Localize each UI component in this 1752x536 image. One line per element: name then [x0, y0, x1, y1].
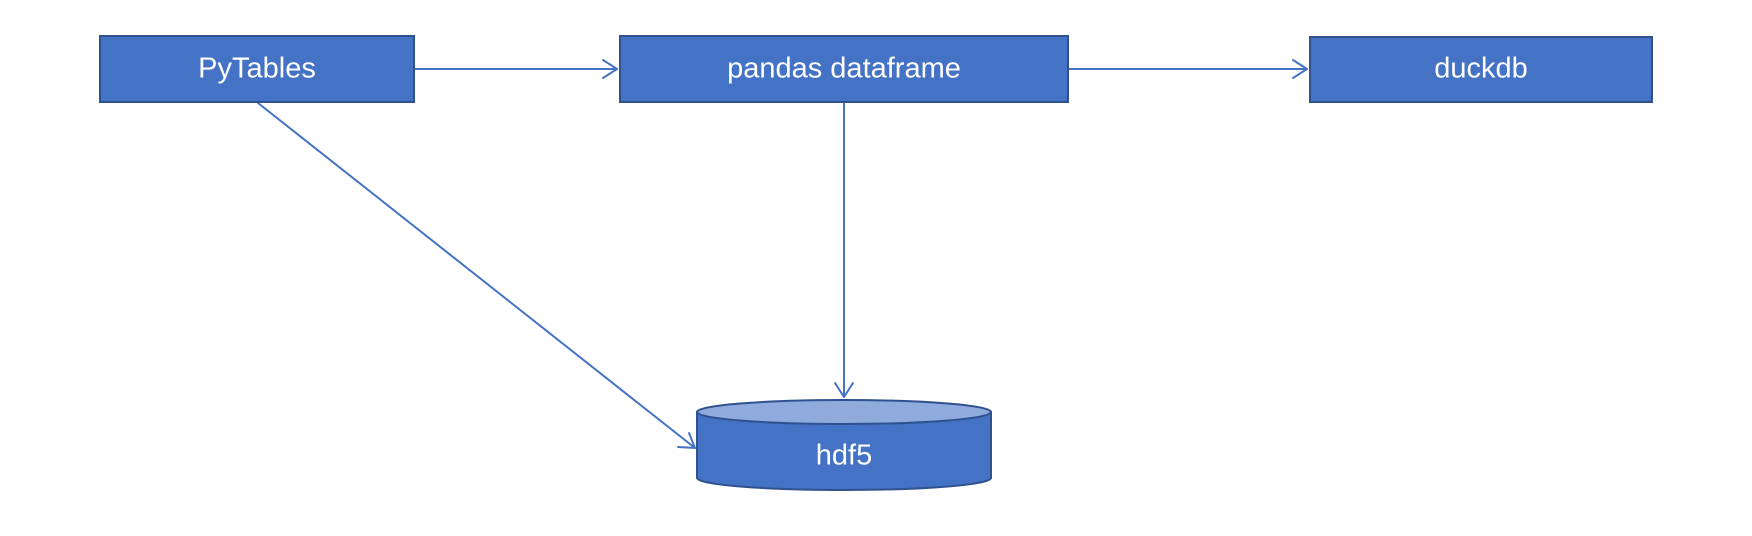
- edge-pandas-to-duckdb: [1067, 59, 1308, 79]
- node-pandas-box: [619, 35, 1069, 103]
- edge-pandas-to-hdf5: [834, 102, 854, 398]
- edge-pytables-to-hdf5: [257, 102, 696, 449]
- node-pandas[interactable]: pandas dataframe: [619, 35, 1069, 103]
- node-hdf5-top: [696, 399, 992, 425]
- node-pytables-box: [99, 35, 415, 103]
- edge-pytables-to-pandas: [413, 59, 618, 79]
- node-pytables[interactable]: PyTables: [99, 35, 415, 103]
- node-pandas-label: pandas dataframe: [727, 53, 961, 85]
- node-duckdb-box: [1309, 36, 1653, 103]
- node-pytables-label: PyTables: [198, 53, 316, 85]
- node-duckdb-label: duckdb: [1434, 53, 1528, 85]
- node-hdf5[interactable]: hdf5: [696, 399, 992, 491]
- node-duckdb[interactable]: duckdb: [1309, 36, 1653, 103]
- node-hdf5-body: [696, 411, 992, 491]
- edges: [257, 59, 1308, 449]
- node-hdf5-label: hdf5: [816, 440, 872, 472]
